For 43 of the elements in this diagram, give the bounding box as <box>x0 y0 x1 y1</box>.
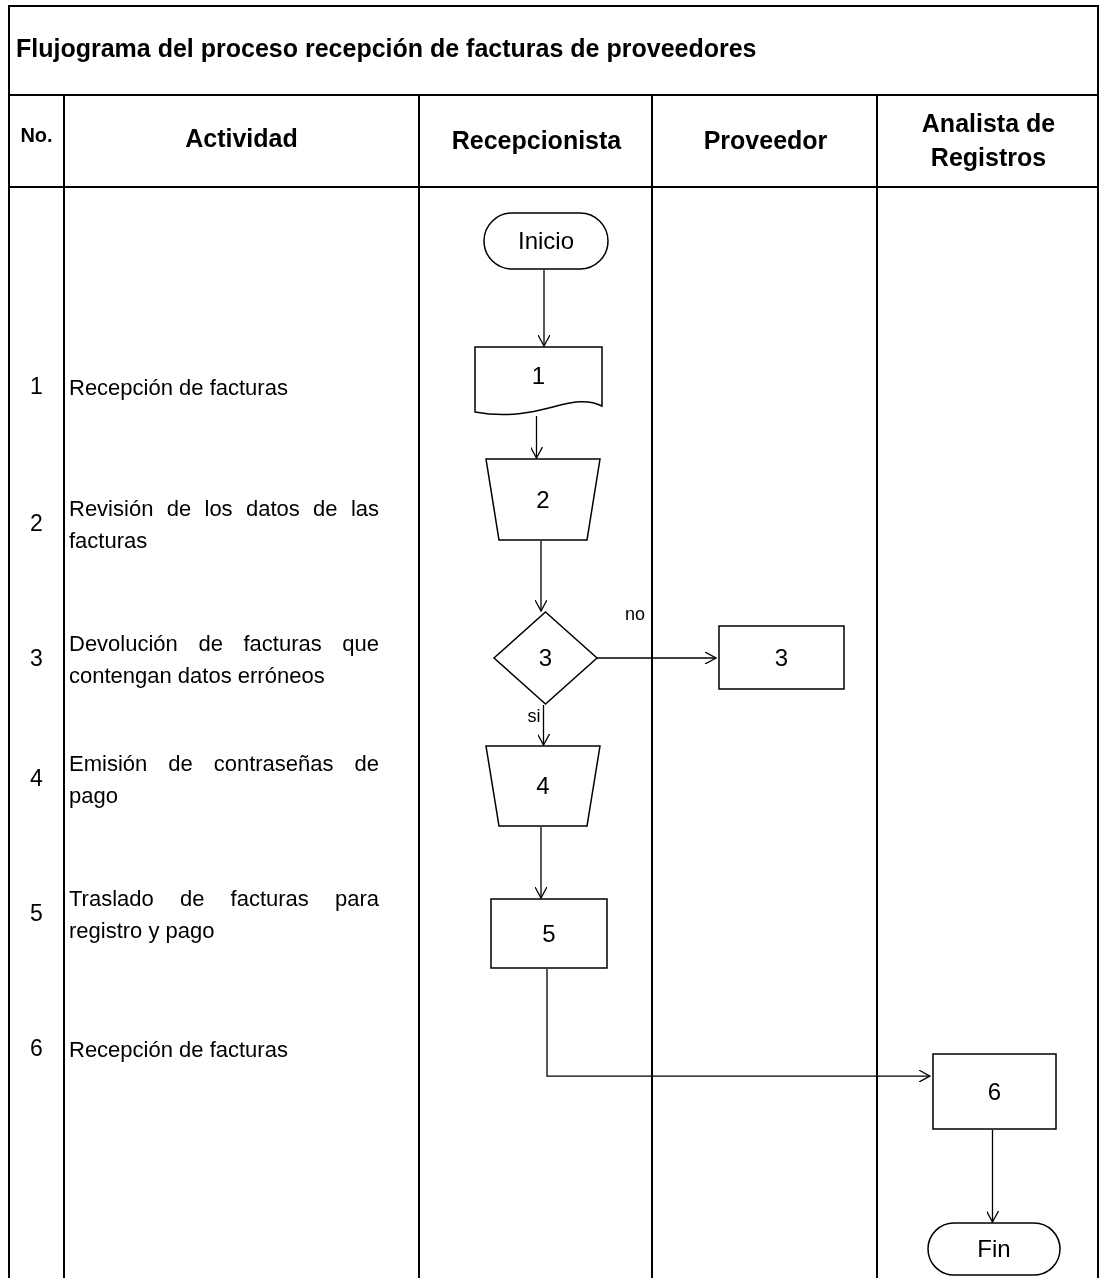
activity-text: Emisión de contraseñas de pago <box>69 750 379 810</box>
lane-header: Proveedor <box>702 125 829 156</box>
step-number: 2 <box>536 485 550 514</box>
activity-text: Traslado de facturas para registro y pago <box>69 885 379 945</box>
arrow <box>529 415 544 459</box>
activity-text: Recepción de facturas <box>69 1036 289 1064</box>
step-number: 3 <box>538 644 553 672</box>
row-number: 5 <box>29 900 44 927</box>
process-box <box>718 625 845 690</box>
row-number: 6 <box>29 1035 44 1062</box>
manual-operation-shape <box>485 458 601 541</box>
arrow <box>536 704 551 746</box>
table-title: Flujograma del proceso recepción de facturas de proveedores <box>16 34 757 63</box>
lane-header: Recepcionista <box>450 125 623 156</box>
terminal-shape <box>483 212 609 270</box>
arrow <box>534 826 548 899</box>
step-number: 4 <box>536 772 550 800</box>
terminal-label: Inicio <box>518 227 574 255</box>
decision-diamond <box>493 611 598 705</box>
manual-operation-shape <box>485 745 601 827</box>
terminal-label: Fin <box>977 1235 1011 1263</box>
activity-text: Recepción de facturas <box>69 374 289 402</box>
row-number: 3 <box>29 645 44 672</box>
arrow <box>546 968 931 1083</box>
row-number: 2 <box>29 510 44 537</box>
step-number: 6 <box>987 1077 1002 1106</box>
step-number: 1 <box>531 361 546 390</box>
step-number: 3 <box>774 643 789 672</box>
column-header: No. <box>19 124 54 147</box>
arrow <box>534 540 548 612</box>
process-box <box>490 898 608 969</box>
arrow <box>595 651 717 665</box>
row-number: 4 <box>29 765 44 792</box>
arrow <box>537 269 551 347</box>
arrow <box>985 1129 1000 1223</box>
process-box <box>932 1053 1057 1130</box>
activity-text: Devolución de facturas que contengan datos erróneos <box>69 630 379 690</box>
terminal-shape <box>927 1222 1061 1276</box>
lane-header: Analista de Registros <box>920 108 1057 173</box>
column-header: Actividad <box>184 124 299 153</box>
activity-text: Revisión de los datos de las facturas <box>69 495 379 555</box>
row-number: 1 <box>29 373 44 400</box>
step-number: 5 <box>542 919 556 948</box>
